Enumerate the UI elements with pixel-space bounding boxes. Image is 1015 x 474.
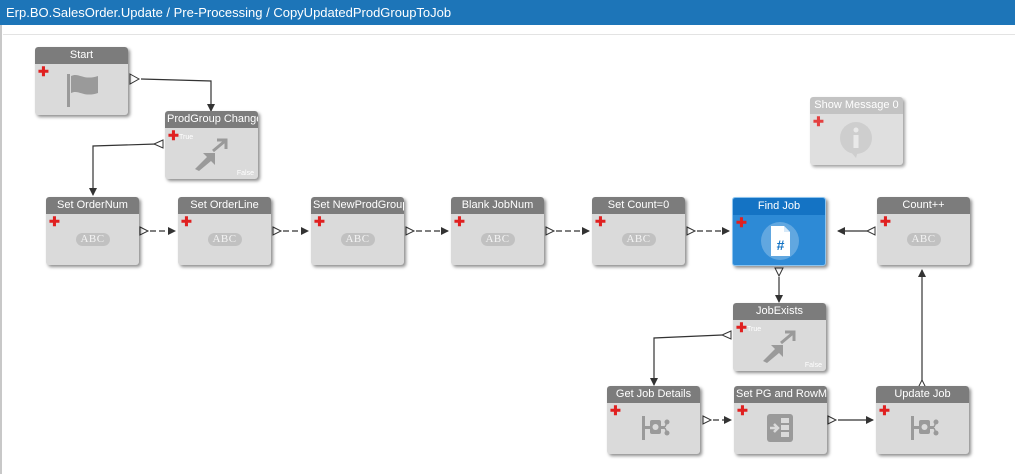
condition-icon: [763, 330, 796, 363]
info-icon: [840, 122, 872, 158]
node-start-title: Start: [35, 47, 128, 64]
set-field-icon: ABC: [621, 233, 656, 246]
node-count-plusplus[interactable]: Count++ ✚ ABC: [877, 197, 970, 265]
false-label: False: [804, 362, 822, 369]
add-icon[interactable]: ✚: [454, 214, 465, 229]
false-label: False: [236, 170, 254, 177]
node-jobexists-title: JobExists: [733, 303, 826, 320]
add-icon[interactable]: ✚: [38, 64, 49, 79]
add-icon[interactable]: ✚: [595, 214, 606, 229]
method-call-icon: [911, 416, 939, 440]
node-set-ordernum[interactable]: Set OrderNum ✚ ABC: [46, 197, 139, 265]
node-blank-jobnum[interactable]: Blank JobNum ✚ ABC: [451, 197, 544, 265]
node-count-plusplus-title: Count++: [877, 197, 970, 214]
condition-icon: [195, 138, 228, 171]
node-set-newprodgroup-title: Set NewProdGroup: [311, 197, 404, 214]
node-set-pg-rowmod[interactable]: Set PG and RowMod ✚: [734, 386, 827, 454]
node-start[interactable]: Start ✚: [35, 47, 128, 115]
node-set-count-title: Set Count=0: [592, 197, 685, 214]
node-set-ordernum-title: Set OrderNum: [46, 197, 139, 214]
node-get-job-details-title: Get Job Details: [607, 386, 700, 403]
node-show-message-title: Show Message 0: [810, 97, 903, 114]
node-jobexists[interactable]: JobExists ✚ True False: [733, 303, 826, 371]
add-icon[interactable]: ✚: [168, 128, 179, 143]
set-field-icon: ABC: [340, 233, 375, 246]
node-set-count[interactable]: Set Count=0 ✚ ABC: [592, 197, 685, 265]
true-label: True: [747, 326, 762, 333]
add-icon[interactable]: ✚: [736, 215, 747, 230]
svg-text:#: #: [777, 237, 785, 253]
node-update-job[interactable]: Update Job ✚: [876, 386, 969, 454]
title-bar: Erp.BO.SalesOrder.Update / Pre-Processin…: [0, 0, 1015, 25]
add-icon[interactable]: ✚: [610, 403, 621, 418]
flag-icon: [67, 74, 98, 107]
add-icon[interactable]: ✚: [181, 214, 192, 229]
add-icon[interactable]: ✚: [879, 403, 890, 418]
add-icon[interactable]: ✚: [737, 403, 748, 418]
node-set-orderline-title: Set OrderLine: [178, 197, 271, 214]
set-field-icon: ABC: [207, 233, 242, 246]
node-show-message[interactable]: Show Message 0 ✚: [810, 97, 903, 165]
set-field-icon: ABC: [75, 233, 110, 246]
set-field-icon: ABC: [480, 233, 515, 246]
node-prodgroup-changed-title: ProdGroup Changed: [165, 111, 258, 128]
node-set-orderline[interactable]: Set OrderLine ✚ ABC: [178, 197, 271, 265]
node-find-job[interactable]: Find Job ✚ #: [732, 197, 826, 266]
node-find-job-title: Find Job: [733, 198, 825, 215]
add-icon[interactable]: ✚: [314, 214, 325, 229]
add-icon[interactable]: ✚: [736, 320, 747, 335]
node-blank-jobnum-title: Blank JobNum: [451, 197, 544, 214]
true-label: True: [179, 134, 194, 141]
node-update-job-title: Update Job: [876, 386, 969, 403]
node-set-pg-rowmod-title: Set PG and RowMod: [734, 386, 827, 403]
add-icon[interactable]: ✚: [880, 214, 891, 229]
add-icon[interactable]: ✚: [813, 114, 824, 129]
hash-document-icon: #: [761, 222, 799, 260]
method-call-icon: [642, 416, 670, 440]
table-set-icon: [767, 414, 793, 442]
node-get-job-details[interactable]: Get Job Details ✚: [607, 386, 700, 454]
add-icon[interactable]: ✚: [49, 214, 60, 229]
canvas-divider: [3, 34, 1015, 35]
node-prodgroup-changed[interactable]: ProdGroup Changed ✚ True False: [165, 111, 258, 179]
set-field-icon: ABC: [906, 233, 941, 246]
node-set-newprodgroup[interactable]: Set NewProdGroup ✚ ABC: [311, 197, 404, 265]
